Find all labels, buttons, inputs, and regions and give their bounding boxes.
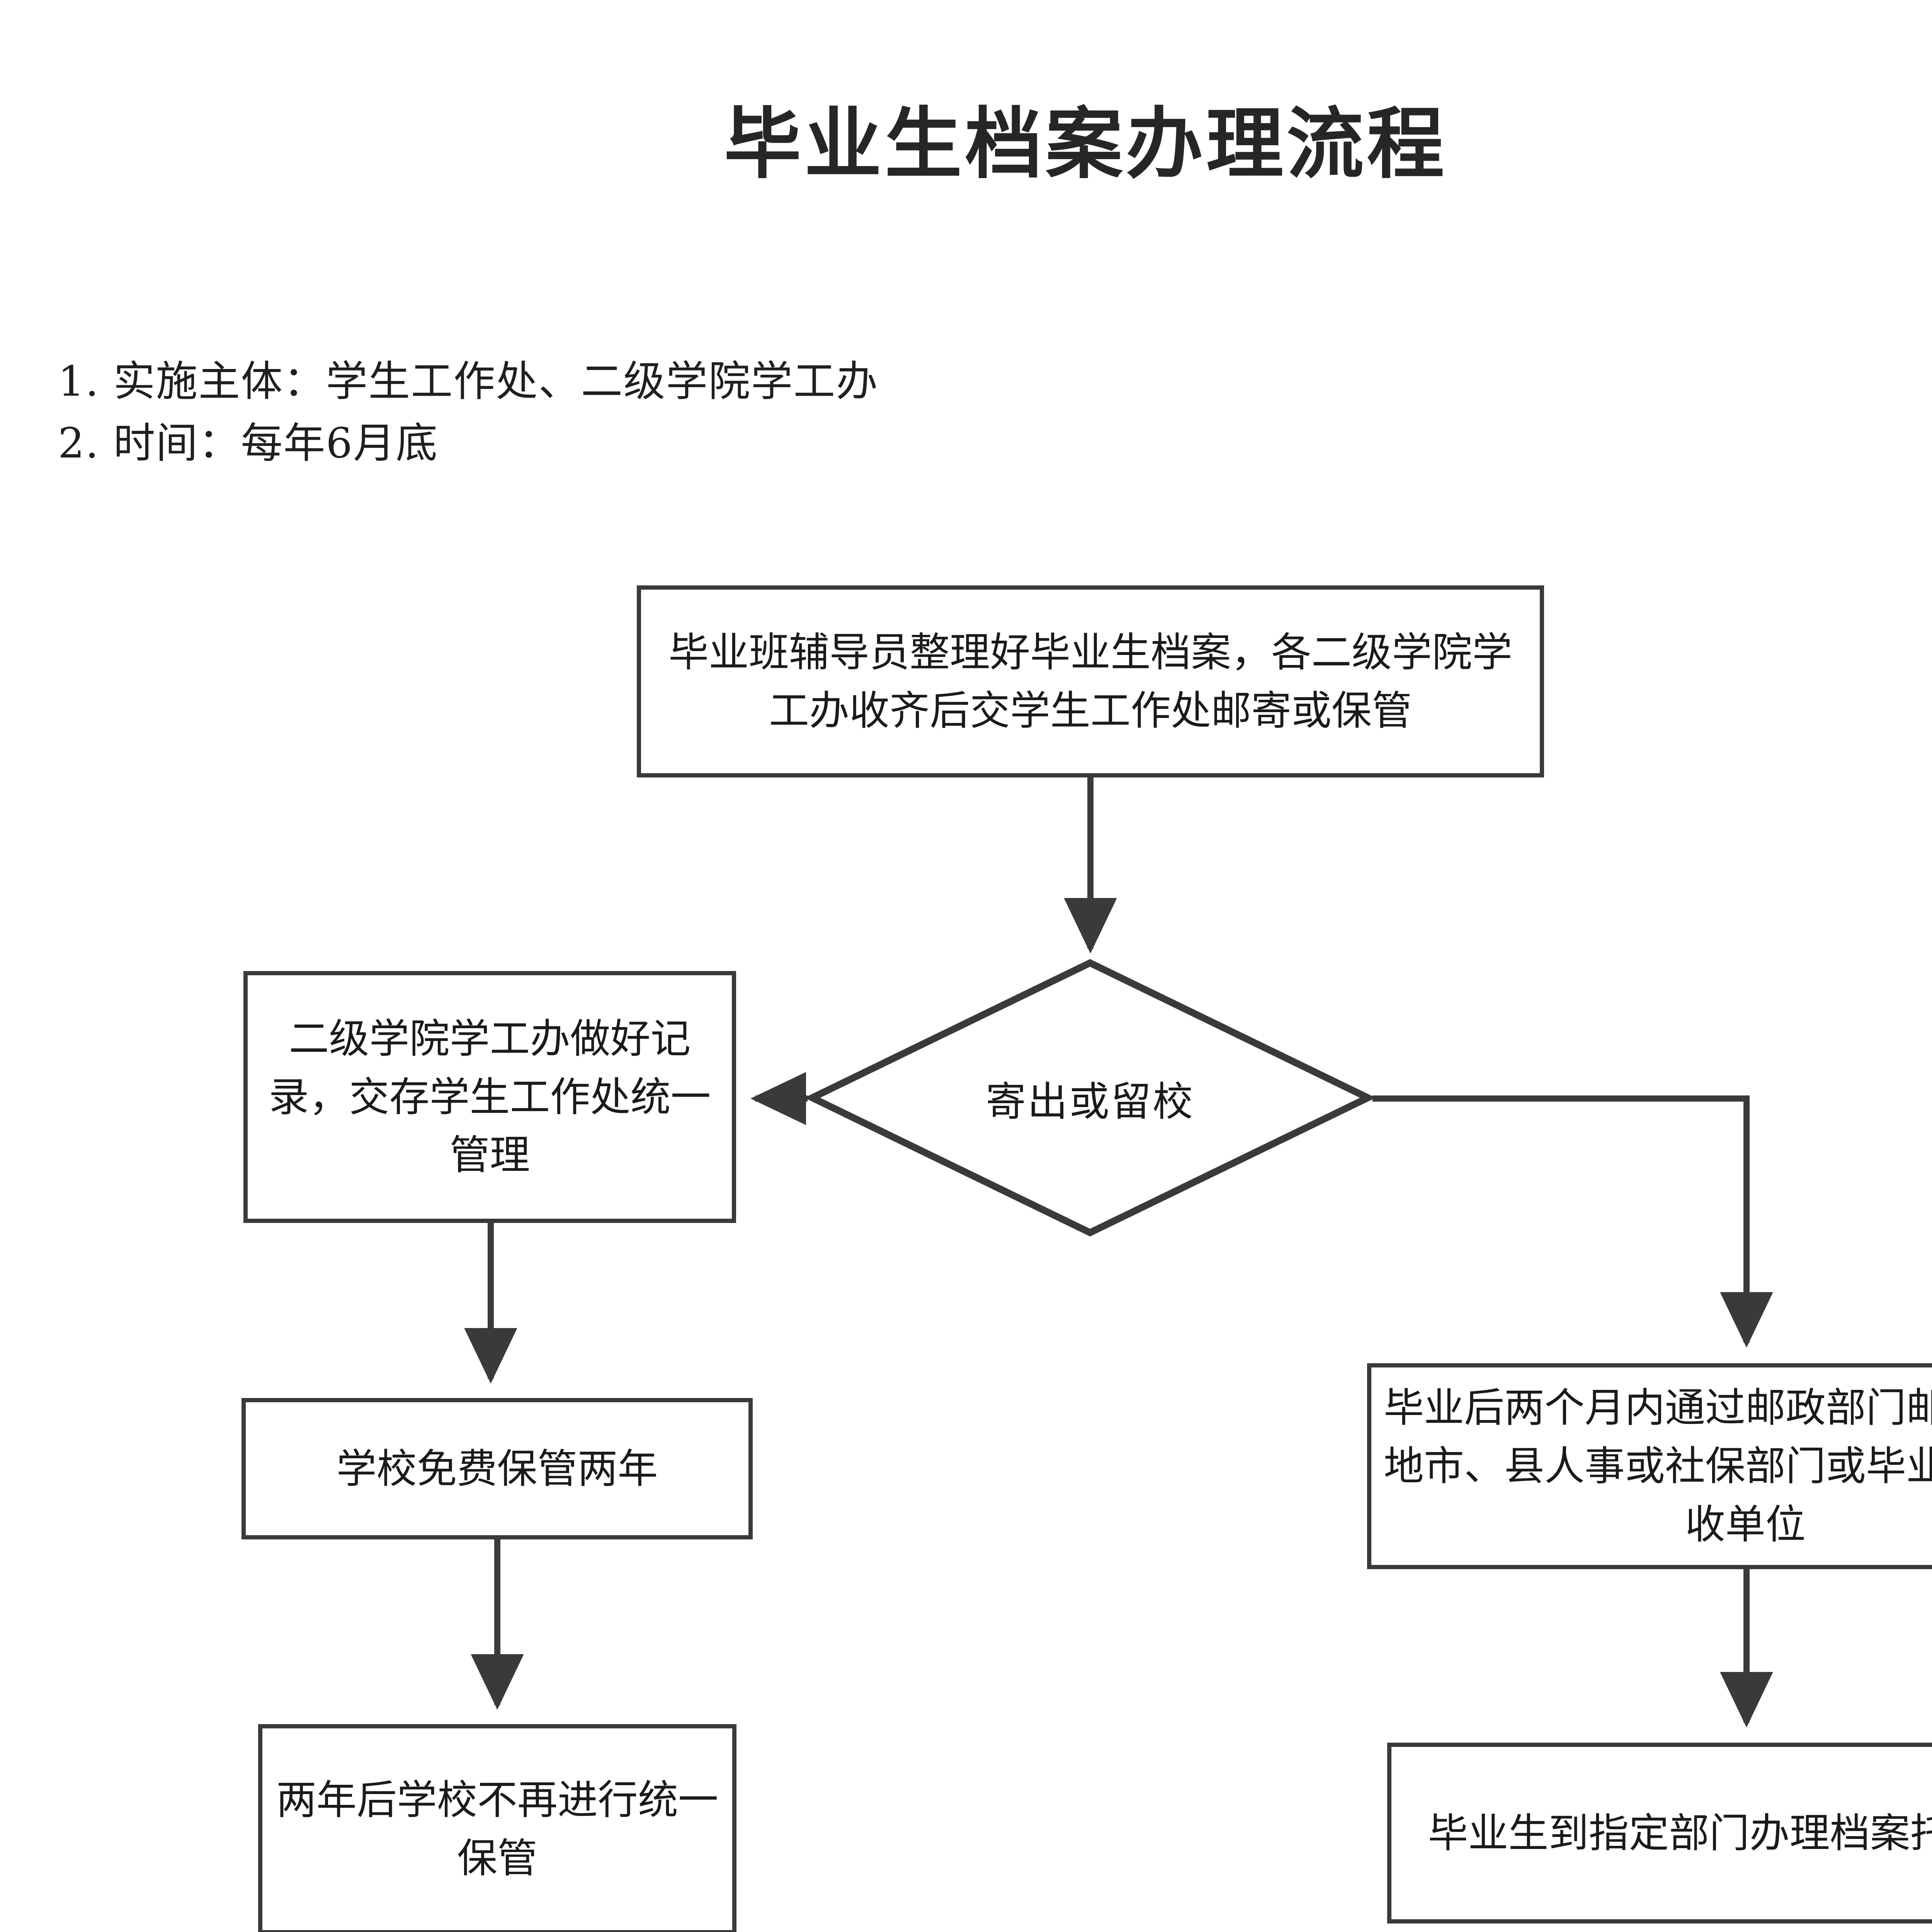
flow-node-keep2y-label: 学校免费保管两年 [336, 1445, 658, 1492]
flow-node-nokeep-label: 两年后学校不再进行统一保管 [276, 1776, 718, 1882]
flow-node-record[interactable]: 二级学院学工办做好记录，交存学生工作处统一管理 [243, 971, 736, 1223]
flow-node-handle-label: 毕业生到指定部门办理档案托管手续 [1428, 1809, 1932, 1857]
flow-node-decision[interactable]: 寄出或留校 [804, 958, 1376, 1237]
flow-node-handle[interactable]: 毕业生到指定部门办理档案托管手续 [1387, 1743, 1932, 1923]
flow-node-mail-label: 毕业后两个月内通过邮政部门邮寄回生源地市、县人事或社保部门或毕业生制定接收单位 [1383, 1384, 1932, 1548]
edge-decision-to-mail [1372, 1095, 1773, 1348]
meta-item-implementing-body: 1. 实施主体：学生工作处、二级学院学工办 [58, 357, 879, 406]
flow-node-decision-label: 寄出或留校 [985, 1078, 1194, 1125]
flow-node-collect-label: 毕业班辅导员整理好毕业生档案，各二级学院学工办收齐后交学生工作处邮寄或保管 [668, 628, 1512, 734]
diamond-shape [804, 959, 1376, 1237]
flow-node-record-label: 二级学院学工办做好记录，交存学生工作处统一管理 [269, 1015, 711, 1179]
page-title: 毕业生档案办理流程 [724, 99, 1447, 189]
flow-node-mail[interactable]: 毕业后两个月内通过邮政部门邮寄回生源地市、县人事或社保部门或毕业生制定接收单位 [1367, 1363, 1932, 1569]
meta-item-time: 2. 时间：每年6月底 [58, 419, 439, 468]
flow-node-keep2y[interactable]: 学校免费保管两年 [242, 1398, 753, 1539]
flow-node-collect[interactable]: 毕业班辅导员整理好毕业生档案，各二级学院学工办收齐后交学生工作处邮寄或保管 [637, 585, 1544, 777]
flow-node-nokeep[interactable]: 两年后学校不再进行统一保管 [258, 1724, 736, 1932]
